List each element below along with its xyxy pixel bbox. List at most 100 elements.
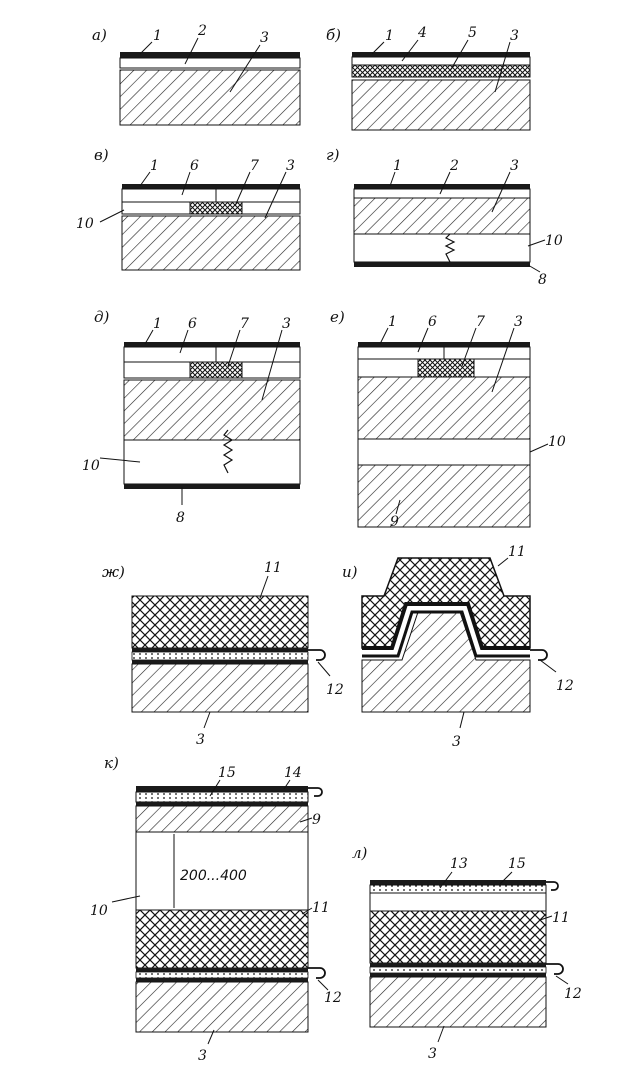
layer-13: [369, 884, 547, 894]
leader: [459, 711, 465, 729]
leader: [401, 39, 419, 62]
layer-1: [352, 52, 530, 57]
callout-12: 12: [324, 990, 342, 1006]
base-3: [123, 379, 301, 441]
leader: [389, 171, 396, 187]
leader: [379, 327, 389, 345]
leader: [179, 329, 189, 354]
gap-10: [353, 233, 531, 263]
leader: [539, 915, 553, 921]
leader: [539, 659, 557, 673]
callout-9: 9: [312, 812, 321, 828]
dimension-label: 200...400: [180, 868, 247, 884]
callout-14: 14: [284, 765, 302, 781]
membrane-layer: [135, 971, 309, 979]
panel-k: к) 200...400 15 14 9 10 11 12 3: [90, 754, 342, 1064]
callout-6: 6: [428, 314, 437, 330]
gap-10: [135, 831, 309, 911]
callout-3: 3: [260, 30, 269, 46]
panel-label-e: е): [330, 308, 345, 326]
leader: [395, 499, 401, 515]
layer-1: [122, 184, 300, 189]
callout-1: 1: [385, 28, 394, 44]
leader: [301, 907, 313, 915]
callout-10: 10: [548, 434, 566, 450]
callout-3: 3: [510, 158, 519, 174]
callout-4: 4: [417, 25, 427, 41]
callout-3: 3: [196, 732, 205, 748]
callout-8: 8: [176, 510, 185, 526]
callout-6: 6: [188, 316, 197, 332]
wall-9: [357, 464, 531, 528]
leader: [184, 37, 199, 65]
leader: [499, 871, 513, 885]
callout-10: 10: [545, 233, 563, 249]
panel-zh: ж) 11 12 3: [102, 560, 344, 748]
leader: [299, 817, 313, 823]
wall-9: [135, 805, 309, 833]
panel-e: е) 1 6 7 3 10 9: [330, 308, 566, 530]
membrane: [132, 648, 308, 652]
base-3: [357, 376, 531, 440]
callout-3: 3: [286, 158, 295, 174]
leader: [229, 44, 261, 93]
panel-label-l: л): [352, 844, 368, 862]
joint-7: [189, 201, 243, 215]
leader: [234, 171, 251, 207]
leader: [259, 575, 269, 599]
base-3: [369, 976, 547, 1028]
callout-5: 5: [468, 25, 477, 41]
leader: [227, 329, 241, 367]
layer-15: [135, 791, 309, 803]
panel-label-d: д): [94, 308, 110, 326]
callout-12: 12: [556, 678, 574, 694]
clamp: [308, 787, 323, 797]
base-3: [353, 197, 531, 235]
panel-b: б) 1 4 5 3: [326, 25, 531, 131]
callout-9: 9: [390, 514, 399, 530]
callout-6: 6: [190, 158, 199, 174]
base-3: [119, 69, 301, 126]
leader: [203, 711, 211, 729]
leader: [417, 327, 429, 353]
leader: [317, 979, 329, 991]
leader: [317, 661, 331, 677]
callout-1: 1: [153, 28, 162, 44]
panel-l: л) 13 15 11 12 3: [352, 844, 582, 1062]
clamp: [546, 881, 559, 891]
base-3: [131, 663, 309, 713]
membrane: [370, 973, 546, 977]
leader: [491, 171, 511, 213]
callout-7: 7: [476, 314, 485, 330]
panel-label-v: в): [94, 146, 109, 164]
layer-1: [358, 342, 530, 347]
leader: [527, 264, 541, 273]
layer-1: [354, 184, 530, 189]
callout-3: 3: [428, 1046, 437, 1062]
callout-1: 1: [153, 316, 162, 332]
leader: [264, 171, 287, 219]
callout-10: 10: [82, 458, 100, 474]
gap-10: [357, 438, 531, 466]
clamp-12: [546, 963, 564, 975]
layer: [369, 892, 547, 912]
membrane-layer: [131, 651, 309, 661]
layer: [123, 361, 301, 379]
callout-8: 8: [538, 272, 547, 288]
membrane: [132, 660, 308, 664]
callout-3: 3: [282, 316, 291, 332]
layer-14: [136, 786, 308, 792]
callout-15: 15: [218, 765, 236, 781]
callout-15: 15: [508, 856, 526, 872]
leader: [209, 779, 221, 797]
leader: [111, 895, 141, 903]
layer-11: [369, 910, 547, 964]
clamp-12: [530, 649, 548, 661]
panel-v: в) 1 6 7 3 10: [76, 146, 301, 271]
leader: [491, 327, 515, 393]
panel-g: г) 1 2 3 10 8: [326, 146, 563, 288]
leader: [461, 327, 477, 367]
callout-3: 3: [510, 28, 519, 44]
anchor: [444, 233, 456, 263]
leader: [99, 457, 141, 463]
